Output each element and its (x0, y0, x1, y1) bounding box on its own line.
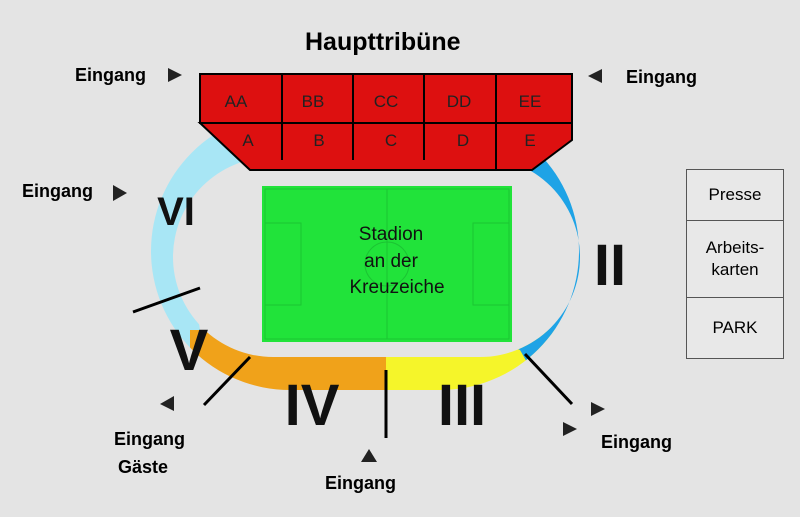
sector-label-II: II (594, 233, 626, 298)
sector-label-III: III (438, 373, 486, 438)
presse-label: Presse (708, 185, 762, 204)
pitch-markings (264, 188, 510, 340)
entrance-label-guest[interactable]: Eingang (114, 429, 185, 449)
arbeitskarten-label-line2: karten (711, 260, 759, 279)
block-label-EE[interactable]: EE (519, 92, 542, 111)
pitch-label-line3: Kreuzeiche (349, 277, 444, 298)
entrance-arrow-icon (113, 185, 127, 201)
sector-label-VI: VI (157, 190, 195, 234)
entrance-guest-sublabel: Gäste (118, 457, 169, 477)
block-label-A[interactable]: A (242, 131, 254, 150)
pitch-label-line2: an der (364, 251, 419, 272)
entrance-label-bottom[interactable]: Eingang (325, 473, 396, 493)
divider-III-II (523, 352, 574, 406)
sector-IV-area[interactable] (190, 330, 386, 460)
sector-label-V: V (170, 318, 209, 383)
park-box[interactable]: PARK (686, 297, 784, 359)
main-stand-title: Haupttribüne (305, 28, 461, 56)
divider-V-IV (202, 355, 252, 407)
entrance-arrow-icon (591, 402, 605, 416)
block-label-B[interactable]: B (313, 131, 324, 150)
entrance-label-left[interactable]: Eingang (22, 181, 93, 201)
park-label: PARK (712, 318, 758, 337)
arbeitskarten-label-line1: Arbeits- (705, 238, 765, 257)
block-label-AA[interactable]: AA (225, 92, 248, 111)
block-label-D[interactable]: D (457, 131, 469, 150)
entrance-label-bottom-right[interactable]: Eingang (601, 432, 672, 452)
entrance-arrow-icon (160, 396, 174, 411)
block-label-BB[interactable]: BB (302, 92, 325, 111)
block-label-C[interactable]: C (385, 131, 397, 150)
arbeitskarten-box[interactable]: Arbeits- karten (686, 220, 784, 298)
divider-V-VI (132, 286, 201, 314)
presse-box[interactable]: Presse (686, 169, 784, 221)
stand-upper-row (199, 73, 573, 124)
entrance-arrow-icon (563, 422, 577, 436)
block-label-DD[interactable]: DD (447, 92, 472, 111)
sector-III-area[interactable] (386, 330, 600, 460)
entrance-label-top-right[interactable]: Eingang (626, 67, 697, 87)
entrance-label-top-left[interactable]: Eingang (75, 65, 146, 85)
block-label-E[interactable]: E (524, 131, 535, 150)
block-label-CC[interactable]: CC (374, 92, 399, 111)
entrance-arrow-icon (588, 69, 602, 83)
entrance-arrow-icon (361, 449, 377, 462)
pitch-label-line1: Stadion (359, 224, 423, 245)
stand-lower-row (197, 122, 573, 171)
entrance-arrow-icon (168, 68, 182, 82)
sector-label-IV: IV (285, 373, 340, 438)
